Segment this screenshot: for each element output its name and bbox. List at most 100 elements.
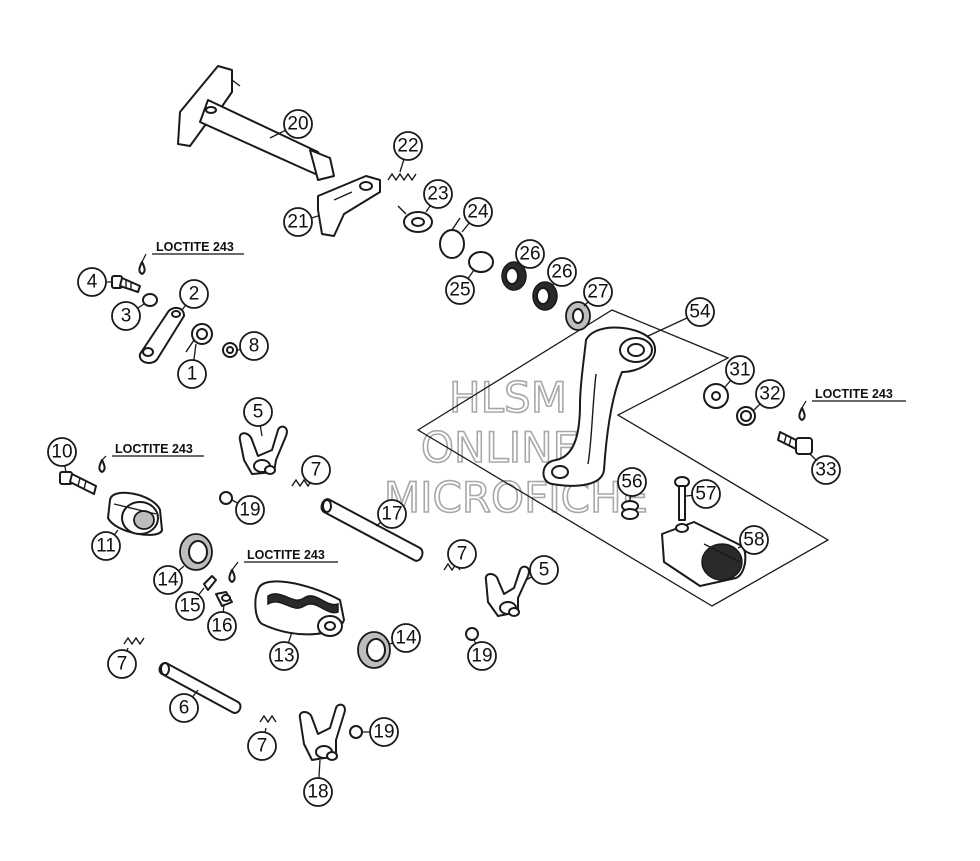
svg-text:31: 31 — [729, 360, 750, 381]
part-spring-clip-24 — [439, 217, 465, 259]
svg-text:26: 26 — [551, 262, 572, 283]
svg-text:7: 7 — [117, 654, 128, 675]
part-spring-7a — [291, 478, 313, 488]
svg-text:25: 25 — [449, 280, 470, 301]
svg-text:19: 19 — [373, 722, 394, 743]
svg-text:26: 26 — [519, 244, 540, 265]
callout-11: 11 — [91, 529, 121, 561]
callout-6: 6 — [169, 689, 199, 723]
part-roller-19c — [349, 725, 363, 739]
callout-10: 10 — [47, 437, 77, 473]
callout-26a: 26 — [515, 239, 545, 269]
callout-5b: 5 — [525, 555, 559, 585]
part-spring-22 — [387, 172, 417, 182]
loctite-drop-icon-d — [798, 407, 806, 421]
watermark-line-1: HLSM — [449, 373, 567, 422]
part-needle-bearing-26a — [501, 261, 527, 291]
svg-text:56: 56 — [621, 472, 642, 493]
callout-1: 1 — [177, 343, 207, 389]
svg-text:LOCTITE 243: LOCTITE 243 — [115, 442, 193, 456]
svg-text:18: 18 — [307, 782, 328, 803]
callout-14a: 14 — [153, 565, 185, 595]
watermark-line-3: MICROFICHE — [384, 473, 648, 522]
callout-8: 8 — [237, 331, 269, 361]
part-seal-14a — [179, 533, 213, 571]
svg-text:19: 19 — [471, 646, 492, 667]
part-shift-shaft — [177, 65, 335, 181]
part-shift-fork-18 — [298, 703, 346, 761]
part-pin-56 — [621, 500, 639, 520]
svg-text:24: 24 — [467, 202, 489, 223]
callout-4: 4 — [77, 267, 112, 297]
callout-19a: 19 — [231, 495, 265, 525]
svg-text:7: 7 — [457, 544, 468, 565]
svg-text:16: 16 — [211, 616, 232, 637]
part-spring-7d — [259, 714, 277, 724]
part-foot-peg-58 — [661, 521, 747, 587]
part-washer-31 — [703, 383, 729, 409]
svg-text:LOCTITE 243: LOCTITE 243 — [815, 387, 893, 401]
callout-32: 32 — [753, 379, 785, 411]
part-washer-3 — [142, 293, 158, 307]
part-washer-25 — [468, 251, 494, 273]
svg-text:32: 32 — [759, 384, 780, 405]
part-pin-15 — [203, 575, 217, 591]
svg-text:3: 3 — [121, 306, 132, 327]
callout-22: 22 — [393, 131, 423, 173]
part-spring-7c — [123, 636, 145, 646]
svg-text:13: 13 — [273, 646, 294, 667]
callout-7b: 7 — [447, 539, 477, 569]
svg-text:10: 10 — [51, 442, 72, 463]
svg-text:21: 21 — [287, 212, 308, 233]
svg-text:2: 2 — [189, 284, 200, 305]
svg-text:27: 27 — [587, 282, 608, 303]
svg-text:22: 22 — [397, 136, 418, 157]
assembly-frame — [416, 309, 830, 607]
loctite-drop-icon-c — [228, 569, 236, 583]
callout-24: 24 — [461, 197, 493, 233]
watermark: HLSM ONLINE MICROFICHE — [383, 372, 649, 523]
callout-7a: 7 — [301, 455, 331, 485]
part-shift-plate — [317, 175, 381, 237]
callout-56: 56 — [617, 467, 647, 501]
callout-31: 31 — [723, 355, 755, 389]
callout-26b: 26 — [547, 257, 577, 287]
callout-5a: 5 — [243, 397, 273, 437]
loctite-note-c: LOCTITE 243 — [231, 548, 338, 571]
callout-25: 25 — [445, 269, 475, 305]
svg-text:5: 5 — [539, 560, 550, 581]
svg-text:14: 14 — [395, 628, 417, 649]
part-bolt-16 — [215, 591, 233, 607]
loctite-note-b: LOCTITE 243 — [101, 442, 204, 461]
svg-text:LOCTITE 243: LOCTITE 243 — [247, 548, 325, 562]
svg-text:LOCTITE 243: LOCTITE 243 — [156, 240, 234, 254]
callout-54: 54 — [647, 297, 715, 337]
loctite-note-d: LOCTITE 243 — [801, 387, 906, 409]
svg-text:11: 11 — [96, 536, 116, 557]
part-shift-drum-13 — [254, 580, 345, 637]
svg-text:17: 17 — [381, 504, 402, 525]
part-arm-2 — [138, 306, 185, 364]
callout-15: 15 — [175, 587, 205, 621]
part-drum-bearing-11 — [107, 491, 163, 536]
part-bolt-33 — [777, 431, 813, 455]
part-spring-1 — [185, 323, 213, 353]
callout-19c: 19 — [362, 717, 399, 747]
callout-13: 13 — [269, 631, 299, 671]
part-shift-lever — [542, 326, 657, 487]
part-clip-23 — [397, 205, 433, 233]
part-roller-19a — [219, 491, 233, 505]
part-seal-27 — [565, 301, 591, 331]
svg-text:5: 5 — [253, 402, 264, 423]
part-shift-rod-17 — [320, 498, 424, 562]
part-needle-bearing-26b — [532, 281, 558, 311]
callout-18: 18 — [303, 759, 333, 807]
part-seal-14b — [357, 631, 391, 669]
callout-19b: 19 — [467, 639, 497, 671]
loctite-drop-icon-b — [98, 459, 106, 473]
svg-text:1: 1 — [187, 364, 198, 385]
svg-text:58: 58 — [743, 530, 764, 551]
svg-text:57: 57 — [695, 484, 716, 505]
part-bolt-4 — [111, 275, 141, 293]
callout-7c: 7 — [107, 647, 137, 679]
